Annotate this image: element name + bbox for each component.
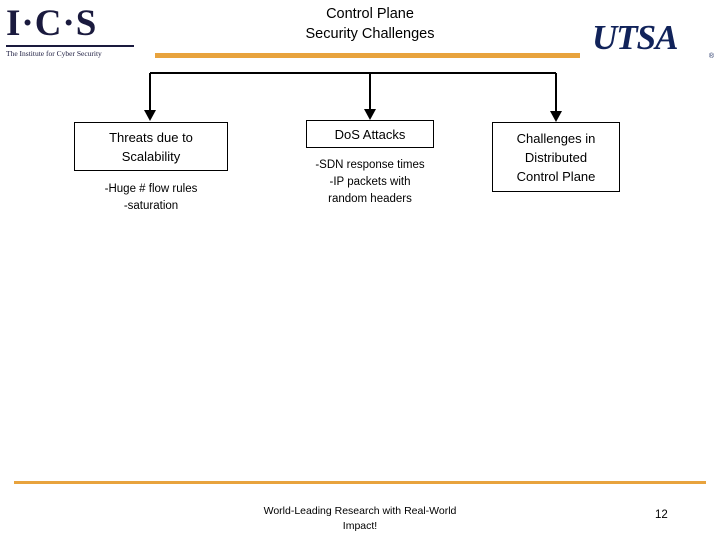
header-divider-rule [155, 53, 580, 58]
page-title: Control Plane Security Challenges [240, 4, 500, 44]
ics-logo-divider [6, 45, 134, 47]
ics-tagline: The Institute for Cyber Security [6, 49, 102, 58]
node-threats-detail-2: -saturation [123, 200, 179, 212]
footer-tagline-line-1: World-Leading Research with Real-World [263, 505, 457, 517]
arrowhead-dos [364, 109, 376, 120]
node-dos-detail-3: random headers [328, 193, 412, 205]
node-threats-line-2: Scalability [121, 148, 181, 164]
footer-tagline-line-2: Impact! [342, 520, 378, 532]
node-threats-details: -Huge # flow rules -saturation [66, 181, 236, 215]
footer-tagline: World-Leading Research with Real-World I… [230, 504, 490, 534]
ics-wordmark: I·C·S [6, 3, 98, 44]
page-title-line-1: Control Plane [326, 6, 414, 22]
node-threats-due-to-scalability[interactable]: Threats due to Scalability [74, 122, 228, 171]
node-dos-attacks[interactable]: DoS Attacks [306, 120, 434, 148]
node-challenges-line-3: Control Plane [516, 168, 596, 184]
node-dos-line-1: DoS Attacks [334, 126, 406, 142]
node-dos-detail-1: -SDN response times [315, 159, 425, 171]
footer-divider-rule [14, 481, 706, 484]
utsa-logo: UTSA ® [592, 18, 714, 64]
ics-logo: I·C·S The Institute for Cyber Security [6, 4, 136, 66]
arrowhead-threats [144, 110, 156, 121]
utsa-trademark-icon: ® [708, 53, 714, 60]
node-threats-detail-1: -Huge # flow rules [104, 183, 198, 195]
slide-number: 12 [655, 509, 668, 521]
page-title-line-2: Security Challenges [305, 26, 435, 42]
arrowhead-challenges [550, 111, 562, 122]
utsa-wordmark: UTSA [592, 18, 678, 57]
node-challenges-line-2: Distributed [524, 149, 588, 165]
node-challenges-distributed-control-plane[interactable]: Challenges in Distributed Control Plane [492, 122, 620, 192]
node-dos-details: -SDN response times -IP packets with ran… [290, 157, 450, 208]
node-challenges-line-1: Challenges in [516, 130, 596, 146]
node-threats-line-1: Threats due to [109, 129, 193, 145]
node-dos-detail-2: -IP packets with [329, 176, 411, 188]
